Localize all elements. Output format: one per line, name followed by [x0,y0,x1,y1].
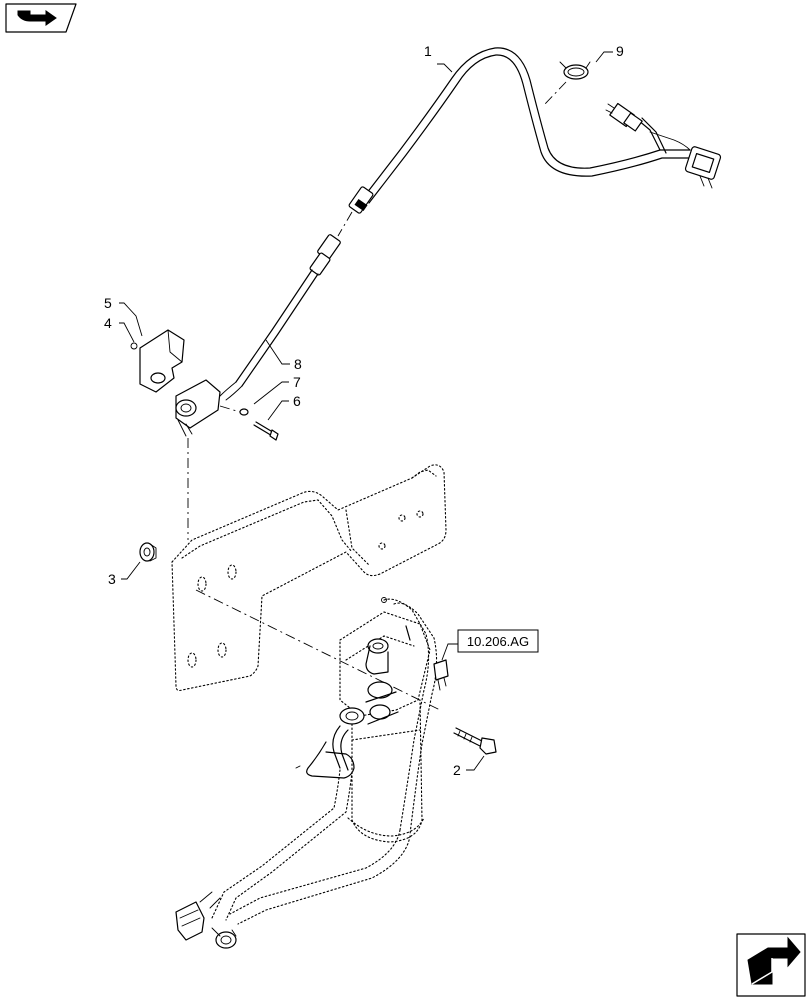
fuel-filter-assembly [175,597,449,949]
nut [139,542,157,562]
reference-label: 10.206.AG [467,634,529,649]
reference-box[interactable]: 10.206.AG [457,629,539,653]
callout-8: 8 [294,356,302,372]
assembly-axis-2 [195,589,441,711]
next-page-icon[interactable] [736,933,806,997]
callout-7: 7 [293,374,301,390]
sensor-bracket [130,329,221,437]
mounting-plate [171,464,447,692]
bolt-washer [219,405,279,441]
sensor-cable [219,269,319,401]
hose-clip [544,61,591,105]
callout-5: 5 [104,295,112,311]
callout-3: 3 [108,571,116,587]
callout-leaders [119,51,613,771]
bolt [453,727,497,755]
callout-4: 4 [104,315,112,331]
previous-page-icon[interactable] [5,3,77,33]
callout-2: 2 [453,762,461,778]
callout-6: 6 [293,393,301,409]
callout-1: 1 [424,43,432,59]
wire-harness [309,47,722,276]
callout-9: 9 [616,43,624,59]
